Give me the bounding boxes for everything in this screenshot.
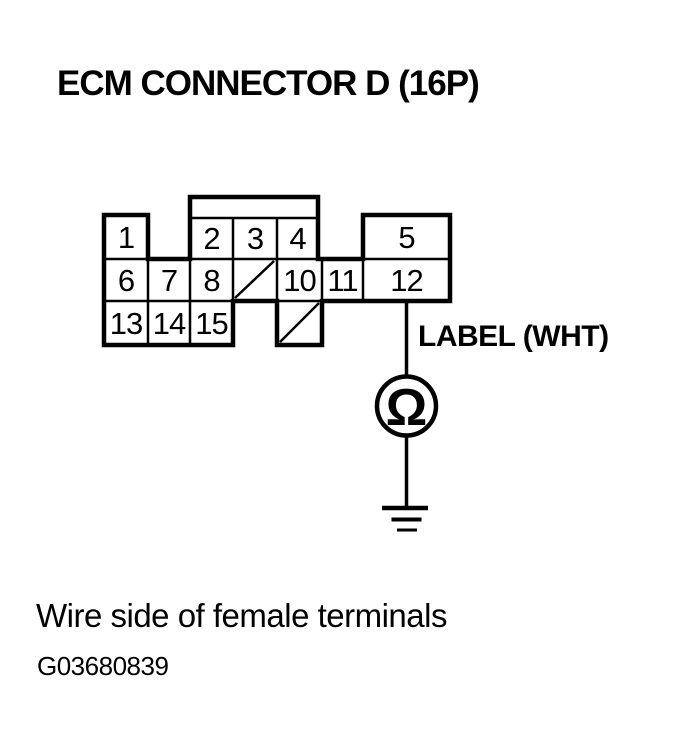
pin-cell-9-blocked [233, 259, 277, 301]
ohmmeter-circle [374, 374, 439, 438]
diagram-title: ECM CONNECTOR D (16P) [57, 64, 480, 103]
ground-symbol [382, 505, 428, 532]
connector-outline [101, 194, 453, 348]
pin-cell-5: 5 [398, 219, 415, 255]
pin-cell-11: 11 [327, 262, 358, 298]
pin-cell-16-blocked [277, 301, 322, 345]
wire-color-label: LABEL (WHT) [418, 320, 609, 353]
ohmmeter-symbol: Ω [386, 379, 428, 437]
pin-cell-2: 2 [203, 221, 220, 256]
pin-cell-3: 3 [246, 221, 264, 256]
pin-cell-1: 1 [117, 219, 135, 255]
pin-cell-12: 12 [390, 262, 423, 298]
pin-cell-8: 8 [203, 262, 220, 298]
pin-cell-15: 15 [195, 305, 228, 341]
pin-cell-6: 6 [117, 262, 135, 298]
pin-cell-10: 10 [283, 262, 316, 298]
figure-id: G03680839 [37, 651, 169, 681]
pin-cell-7: 7 [160, 262, 178, 298]
pin-cell-14: 14 [152, 305, 186, 341]
diagram-caption: Wire side of female terminals [36, 597, 447, 634]
empty-cell-slash-9 [234, 260, 275, 299]
pin-cell-13: 13 [109, 305, 143, 341]
empty-cell-slash-16 [279, 302, 320, 343]
pin-cell-4: 4 [289, 221, 306, 256]
